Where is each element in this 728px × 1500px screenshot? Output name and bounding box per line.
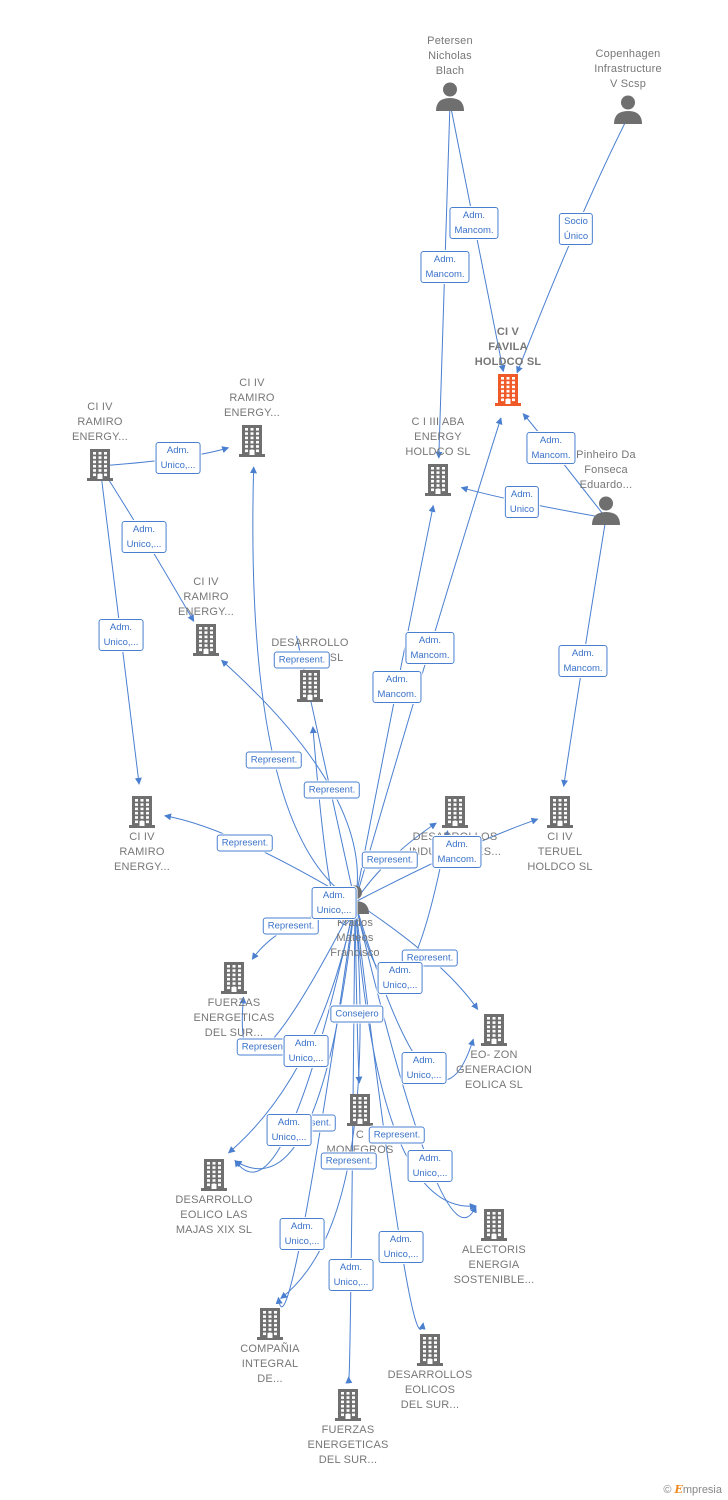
brand-watermark: © Empresia	[663, 1483, 722, 1496]
node-ramiro2[interactable]: CI IV RAMIRO ENERGY...	[192, 376, 312, 459]
building-icon	[129, 796, 155, 828]
edge-label[interactable]: Adm. Mancom.	[405, 632, 455, 664]
node-ciVfavila[interactable]: CI V FAVILA HOLDCO SL	[448, 325, 568, 408]
person-icon	[614, 95, 642, 124]
node-pinheiro[interactable]: Pinheiro Da Fonseca Eduardo...	[546, 448, 666, 527]
building-icon	[425, 464, 451, 496]
building-icon	[87, 449, 113, 481]
edge-label[interactable]: Adm. Mancom.	[372, 671, 422, 703]
node-label: DESARROLLOS EOLICOS DEL SUR...	[387, 1369, 473, 1411]
node-fuerzas1[interactable]: FUERZAS ENERGETICAS DEL SUR...	[174, 958, 294, 1041]
node-label: CI IV RAMIRO ENERGY...	[177, 576, 234, 618]
edge-label[interactable]: Adm. Unico,...	[155, 442, 201, 474]
node-label: COMPAÑIA INTEGRAL DE...	[240, 1343, 300, 1385]
edge-label[interactable]: Adm. Unico,...	[407, 1150, 453, 1182]
node-label: CI IV TERUEL HOLDCO SL	[527, 831, 593, 873]
building-icon	[257, 1308, 283, 1340]
edge-label[interactable]: Represent.	[245, 751, 303, 769]
node-label: CI IV RAMIRO ENERGY...	[71, 401, 128, 443]
node-label: ALECTORIS ENERGIA SOSTENIBLE...	[453, 1244, 535, 1286]
edge-label[interactable]: Adm. Unico,...	[283, 1035, 329, 1067]
edge-label[interactable]: Adm. Unico,...	[328, 1259, 374, 1291]
edge-label[interactable]: Adm. Unico,...	[401, 1052, 447, 1084]
node-label: Petersen Nicholas Blach	[427, 35, 473, 77]
building-icon	[239, 425, 265, 457]
building-icon	[221, 962, 247, 994]
edge-label[interactable]: Adm. Mancom.	[449, 207, 499, 239]
building-icon	[347, 1094, 373, 1126]
node-ramiro3[interactable]: CI IV RAMIRO ENERGY...	[146, 575, 266, 658]
building-icon	[547, 796, 573, 828]
node-compania[interactable]: COMPAÑIA INTEGRAL DE...	[210, 1304, 330, 1387]
node-deseolicos[interactable]: DESARROLLOS EOLICOS DEL SUR...	[370, 1330, 490, 1413]
edge-label[interactable]: Represent.	[303, 781, 361, 799]
node-majas[interactable]: DESARROLLO EOLICO LAS MAJAS XIX SL	[154, 1155, 274, 1238]
building-icon	[417, 1334, 443, 1366]
edge-label[interactable]: Adm. Mancom.	[558, 645, 608, 677]
node-label: Pinheiro Da Fonseca Eduardo...	[576, 449, 636, 491]
edge-label[interactable]: Represent.	[262, 917, 320, 935]
node-copenhagen[interactable]: Copenhagen Infrastructure V Scsp	[568, 47, 688, 126]
node-monegros[interactable]: C MONEGROS	[300, 1090, 420, 1158]
edge-label[interactable]: Adm. Unico,...	[98, 619, 144, 651]
node-teruel[interactable]: CI IV TERUEL HOLDCO SL	[500, 792, 620, 875]
node-label: C I III ABA ENERGY HOLDCO SL	[405, 416, 471, 458]
edge-label[interactable]: Adm. Mancom.	[432, 836, 482, 868]
edge-label[interactable]: Adm. Mancom.	[526, 432, 576, 464]
copyright-symbol: ©	[663, 1484, 672, 1496]
node-label: DESARROLLO EOLICO LAS MAJAS XIX SL	[175, 1194, 253, 1236]
edge-label[interactable]: Represent.	[216, 834, 274, 852]
edge-label[interactable]: Socio Único	[558, 213, 594, 245]
edge-label[interactable]: Consejero	[330, 1005, 384, 1023]
edge-label[interactable]: Adm. Unico,...	[121, 521, 167, 553]
building-icon	[297, 670, 323, 702]
edge-label[interactable]: Represent.	[273, 651, 331, 669]
edge-label[interactable]: Represent.	[368, 1126, 426, 1144]
node-label: Prados Mateos Francisco	[330, 917, 380, 959]
building-icon	[335, 1389, 361, 1421]
node-label: FUERZAS ENERGETICAS DEL SUR...	[193, 997, 275, 1039]
building-icon	[201, 1159, 227, 1191]
person-icon	[592, 496, 620, 525]
node-label: CI V FAVILA HOLDCO SL	[474, 326, 542, 368]
edge-label[interactable]: Represent.	[361, 851, 419, 869]
building-icon	[481, 1014, 507, 1046]
brand-name: mpresia	[682, 1484, 722, 1496]
node-ramiro4[interactable]: CI IV RAMIRO ENERGY...	[82, 792, 202, 875]
person-icon	[436, 82, 464, 111]
node-label: FUERZAS ENERGETICAS DEL SUR...	[307, 1424, 389, 1466]
node-ciIIIaba[interactable]: C I III ABA ENERGY HOLDCO SL	[378, 415, 498, 498]
edge-label[interactable]: Adm. Unico,...	[266, 1114, 312, 1146]
node-label: CI IV RAMIRO ENERGY...	[113, 831, 170, 873]
edge-label[interactable]: Represent.	[320, 1152, 378, 1170]
building-icon	[442, 796, 468, 828]
node-muga[interactable]: DESARROLLO LA MUGA SL	[250, 636, 370, 704]
edge-label[interactable]: Adm. Unico,...	[311, 887, 357, 919]
edge-label[interactable]: Adm. Unico,...	[378, 1231, 424, 1263]
building-icon	[193, 624, 219, 656]
building-icon	[495, 374, 521, 406]
node-petersen[interactable]: Petersen Nicholas Blach	[390, 34, 510, 113]
edge-label[interactable]: Adm. Unico,...	[279, 1218, 325, 1250]
edge-label[interactable]: Represent.	[236, 1038, 294, 1056]
node-eozon[interactable]: EO- ZON GENERACION EOLICA SL	[434, 1010, 554, 1093]
building-icon	[481, 1209, 507, 1241]
node-label: EO- ZON GENERACION EOLICA SL	[456, 1049, 532, 1091]
node-ramiro1[interactable]: CI IV RAMIRO ENERGY...	[40, 400, 160, 483]
edge-label[interactable]: Adm. Mancom.	[420, 251, 470, 283]
edge-label[interactable]: Adm. Unico,...	[377, 962, 423, 994]
node-alectoris[interactable]: ALECTORIS ENERGIA SOSTENIBLE...	[434, 1205, 554, 1288]
brand-logo-initial: E	[674, 1483, 683, 1496]
edge-label[interactable]: Adm. Unico	[504, 486, 540, 518]
node-label: CI IV RAMIRO ENERGY...	[223, 377, 280, 419]
node-label: Copenhagen Infrastructure V Scsp	[594, 48, 662, 90]
node-fuerzas2[interactable]: FUERZAS ENERGETICAS DEL SUR...	[288, 1385, 408, 1468]
